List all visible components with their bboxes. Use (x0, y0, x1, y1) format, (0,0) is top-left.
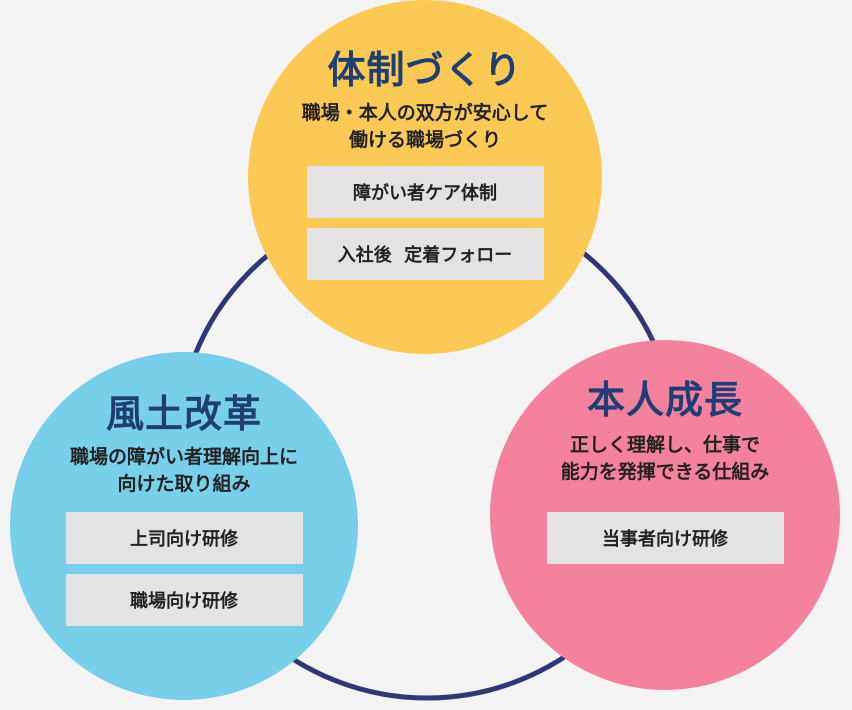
description-line: 能力を発揮できる仕組み (560, 461, 770, 483)
description-line: 働ける職場づくり (348, 129, 501, 151)
circle-title: 本人成長 (586, 378, 743, 422)
item-box: 障がい者ケア体制 (306, 166, 544, 218)
circle-taisei-zukuri: 体制づくり 職場・本人の双方が安心して 働ける職場づくり 障がい者ケア体制 入社… (248, 0, 602, 354)
description-line: 正しく理解し、仕事で (569, 434, 760, 456)
description-line: 向けた取り組み (117, 473, 251, 495)
item-box: 上司向け研修 (65, 512, 303, 564)
item-box: 職場向け研修 (65, 574, 303, 626)
circle-title: 体制づくり (327, 48, 523, 92)
description-line: 職場・本人の双方が安心して (301, 102, 549, 124)
item-box: 入社後 定着フォロー (306, 228, 544, 280)
circle-description: 職場の障がい者理解向上に 向けた取り組み (70, 444, 298, 498)
circle-description: 職場・本人の双方が安心して 働ける職場づくり (302, 100, 548, 154)
circle-description: 正しく理解し、仕事で 能力を発揮できる仕組み (561, 432, 770, 486)
description-line: 職場の障がい者理解向上に (69, 446, 298, 468)
circle-title: 風土改革 (105, 392, 262, 436)
item-box: 当事者向け研修 (546, 512, 784, 564)
circle-honnin-seicho: 本人成長 正しく理解し、仕事で 能力を発揮できる仕組み 当事者向け研修 (490, 340, 840, 690)
circle-fudo-kaikaku: 風土改革 職場の障がい者理解向上に 向けた取り組み 上司向け研修 職場向け研修 (10, 352, 358, 700)
